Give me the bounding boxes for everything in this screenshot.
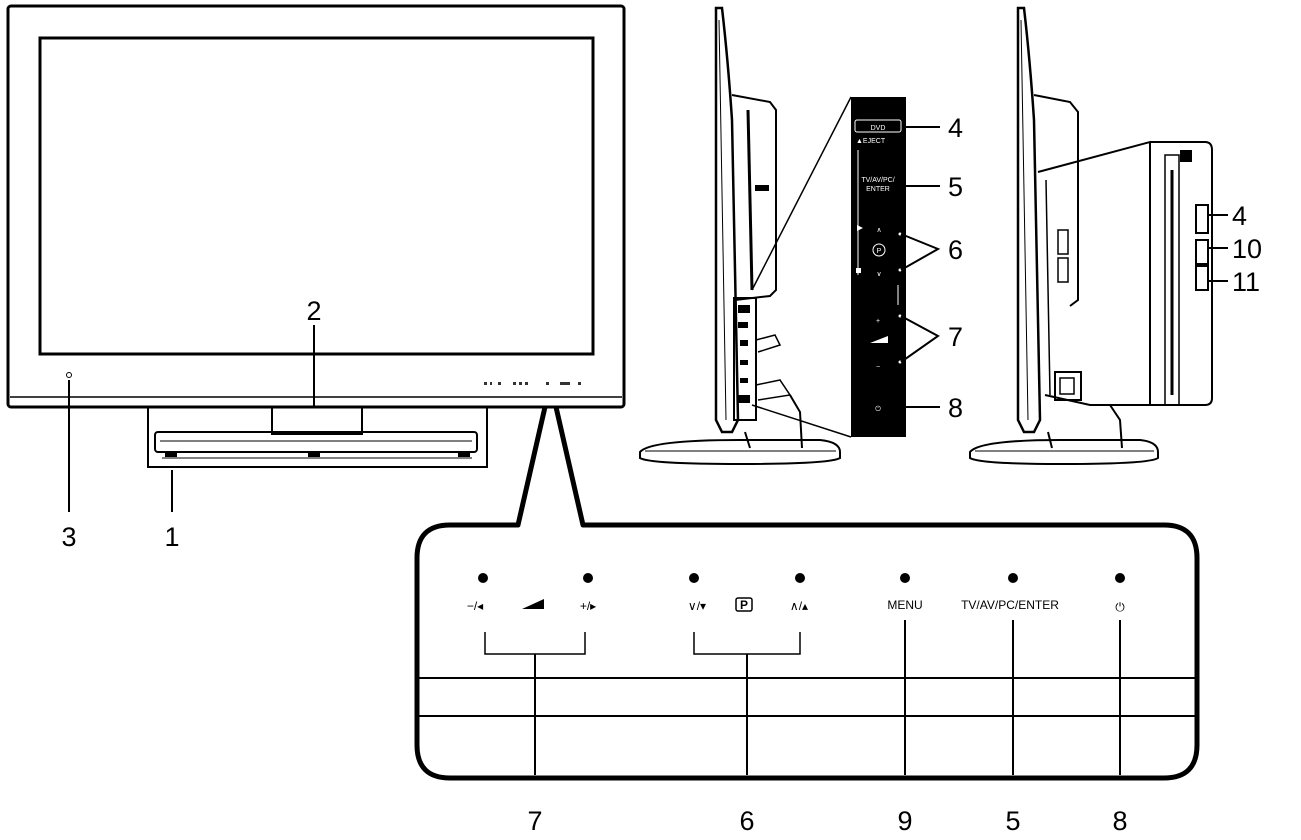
prog-icon-box — [735, 597, 753, 612]
zoom-outline — [414, 406, 1200, 781]
zoom-line-bottom — [751, 404, 852, 438]
right-stand-neck — [1047, 404, 1123, 449]
ch-up-label: ∧/▴ — [790, 599, 808, 613]
right-zoom-block — [1150, 141, 1213, 406]
tv-screen — [38, 36, 595, 356]
channel-down-symbol: ∨ — [876, 271, 881, 278]
ch-down-dot — [689, 573, 699, 583]
ch-up-dot — [795, 573, 805, 583]
channel-up-symbol: ∧ — [876, 227, 881, 234]
menu-label: MENU — [887, 598, 922, 612]
callout-front-3: 3 — [61, 522, 76, 552]
volume-ramp-icon — [522, 599, 544, 609]
source-label-line1: TV/AV/PC/ — [861, 177, 894, 184]
zoom-line-top — [751, 96, 852, 291]
callout-bottom-7: 7 — [527, 806, 542, 836]
dvd-label: DVD — [871, 125, 886, 132]
volume-plus-symbol: + — [876, 318, 880, 325]
vol-up-dot — [583, 573, 593, 583]
side-control-panel — [851, 97, 906, 437]
side-profile-outline — [714, 6, 740, 434]
callout-bottom-9: 9 — [897, 806, 912, 836]
callout-side-7: 7 — [948, 322, 963, 352]
vol-up-label: +/▸ — [580, 599, 596, 613]
callout-right-4: 4 — [1232, 201, 1247, 231]
power-dot — [1115, 573, 1125, 583]
side-connector-block — [733, 297, 757, 421]
button-10-side — [1195, 239, 1209, 265]
callout-front-2: 2 — [306, 296, 321, 326]
source-label-line2: ENTER — [866, 186, 890, 193]
volume-minus-symbol: − — [876, 364, 880, 371]
callout-side-6: 6 — [948, 235, 963, 265]
left-side-view: DVD ▲EJECT TV/AV/PC/ ENTER ∧ P ∨ + − ⏻ 4… — [639, 6, 963, 466]
callout-bottom-5: 5 — [1005, 806, 1020, 836]
button-strip-detail: −/◂ +/▸ ∨/▾ P ∧/▴ MENU TV/AV/PC/ENTER ⏻ … — [414, 406, 1200, 836]
button-11-side — [1195, 265, 1209, 291]
callout-side-5: 5 — [948, 172, 963, 202]
channel-bracket — [693, 632, 801, 655]
vol-down-dot — [478, 573, 488, 583]
stand-base-plate — [154, 431, 478, 453]
callout-right-10: 10 — [1232, 234, 1262, 264]
tv-bezel — [6, 4, 626, 409]
callout-right-11: 11 — [1232, 267, 1260, 297]
callout-bottom-6: 6 — [739, 806, 754, 836]
side-volume-ramp — [870, 336, 888, 343]
right-profile-outline — [1016, 6, 1042, 434]
side-prog-label: P — [877, 248, 882, 255]
ch-down-label: ∨/▾ — [688, 599, 706, 613]
volume-bracket — [484, 632, 586, 655]
source-dot — [1008, 573, 1018, 583]
source-label: TV/AV/PC/ENTER — [961, 598, 1059, 612]
callout-side-4: 4 — [948, 113, 963, 143]
callout-side-8: 8 — [948, 393, 963, 423]
ac-socket — [1054, 371, 1082, 401]
right-side-view: 4 10 11 — [969, 6, 1262, 466]
power-icon: ⏻ — [1115, 600, 1125, 614]
callout-front-1: 1 — [164, 522, 179, 552]
side-power-icon: ⏻ — [875, 405, 881, 413]
eject-button-side — [1195, 204, 1209, 234]
front-view: 1 2 3 — [6, 4, 626, 552]
right-stand-base — [969, 439, 1159, 466]
dvd-housing — [731, 94, 777, 301]
eject-label: ▲EJECT — [856, 138, 886, 145]
prog-label: P — [740, 598, 748, 612]
menu-dot — [900, 573, 910, 583]
leader-side-7 — [900, 315, 940, 363]
leader-side-6 — [900, 233, 941, 271]
vol-down-label: −/◂ — [467, 599, 483, 613]
right-dvd-housing — [1037, 140, 1151, 406]
side-stand-base — [639, 439, 841, 466]
front-buttons-strip — [484, 382, 581, 385]
stand-base-outline — [147, 406, 488, 468]
dvd-button-box — [854, 119, 902, 133]
stand-neck — [271, 406, 363, 435]
indicator-light — [66, 372, 72, 378]
callout-bottom-8: 8 — [1112, 806, 1127, 836]
prog-icon-circle — [872, 243, 886, 257]
